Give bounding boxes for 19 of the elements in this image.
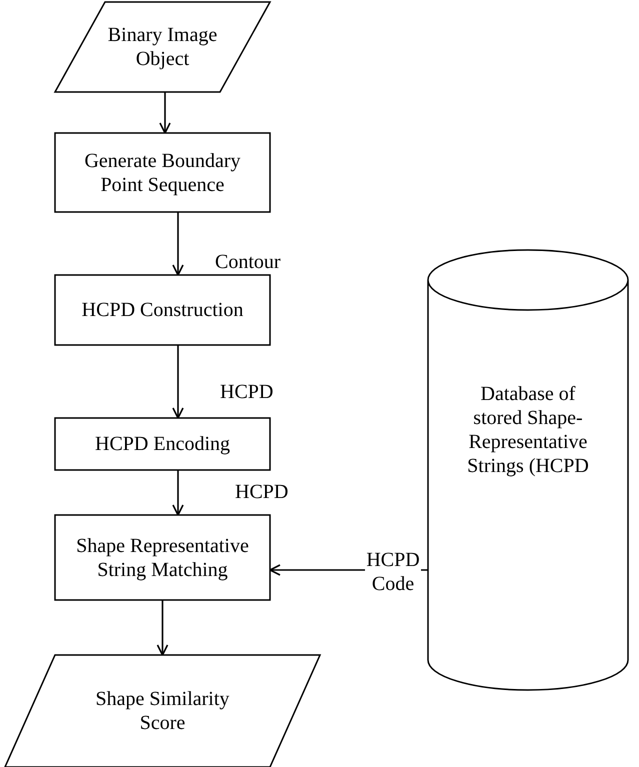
database-cylinder	[428, 250, 628, 690]
node-label: Generate Boundary Point Sequence	[83, 148, 242, 196]
process-box	[55, 133, 270, 212]
node-label: HCPD Encoding	[94, 432, 231, 456]
process-box	[55, 418, 270, 470]
node-label: HCPD Construction	[80, 298, 244, 322]
process-box	[55, 515, 270, 600]
arrow	[172, 345, 184, 419]
process-box	[55, 275, 270, 345]
input-output-parallelogram	[5, 655, 320, 767]
arrow	[156, 600, 168, 656]
node-label: Binary Image Object	[106, 23, 218, 71]
node-label: Database of stored Shape-Representative Strings (HCPD	[466, 382, 590, 478]
node-label: Shape Similarity Score	[94, 687, 230, 735]
input-output-parallelogram	[55, 2, 270, 92]
arrow	[172, 212, 184, 276]
arrow	[172, 470, 184, 516]
arrow	[159, 92, 171, 134]
node-label: Shape Representative String Matching	[75, 534, 250, 582]
